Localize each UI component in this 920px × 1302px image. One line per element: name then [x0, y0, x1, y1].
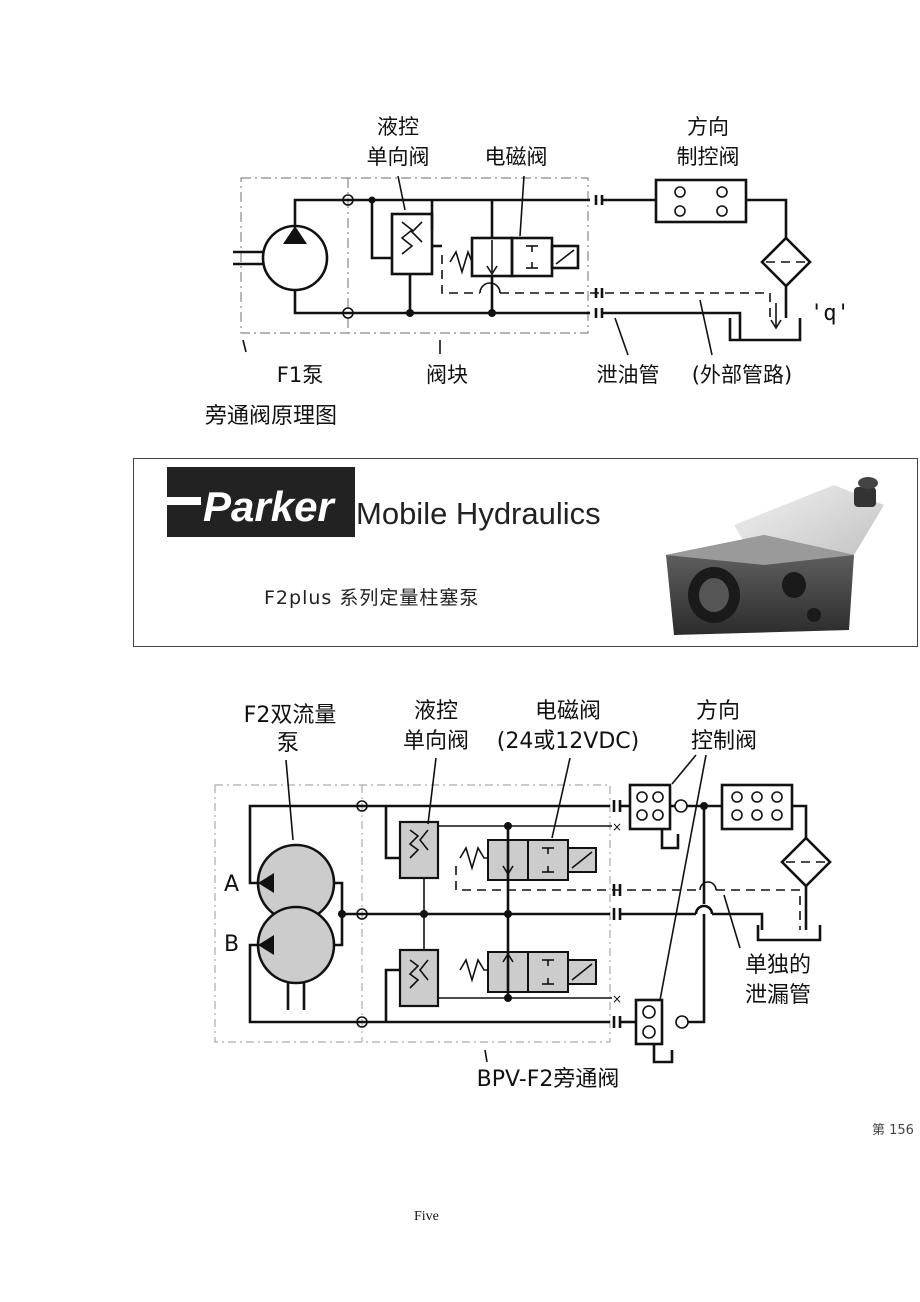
drain-line-dashed [500, 292, 771, 320]
diagram-caption: 旁通阀原理图 [205, 404, 338, 429]
directional-valve-symbol [654, 178, 748, 224]
label-f1-pump: F1泵 [277, 363, 323, 387]
f2-filter-symbol [780, 836, 832, 888]
bypass-valve-schematic-f2: × × [214, 699, 832, 1092]
solenoid-valve-symbol [449, 200, 580, 313]
svg-text:Parker: Parker [203, 483, 336, 530]
label-f2-directional-2: 控制阀 [691, 729, 757, 754]
parker-logo: Parker [167, 467, 355, 537]
footer-word: Five [414, 1209, 439, 1224]
tank-symbol [728, 303, 802, 342]
banner-subtitle: Mobile Hydraulics [356, 496, 601, 531]
pump-boundary [240, 177, 589, 334]
pressure-line [293, 198, 590, 226]
label-separate-drain-1: 单独的 [745, 953, 811, 978]
label-port-b: B [224, 932, 239, 957]
label-tank-q: 'q' [810, 301, 850, 326]
filter-symbol [760, 236, 812, 288]
label-f2-solenoid-1: 电磁阀 [535, 699, 601, 724]
solenoid-valve-bottom [459, 951, 597, 993]
directional-valve-small-top [628, 783, 688, 850]
f1-pump-symbol [233, 224, 329, 292]
pipe-connectors [594, 195, 604, 318]
pilot-check-valve-bottom [384, 914, 440, 1022]
bypass-valve-schematic-f1: 液控 单向阀 电磁阀 方向 制控阀 'q' F1泵 阀块 泄油管 (外部管路) [233, 115, 850, 387]
pump-product-photo [666, 477, 884, 635]
label-f2-directional-1: 方向 [696, 699, 740, 724]
label-solenoid-valve: 电磁阀 [485, 145, 548, 169]
parker-banner: Parker Mobile Hydraulics F2plus 系列定量柱塞泵 [133, 458, 918, 647]
product-line-title: F2plus 系列定量柱塞泵 [264, 587, 480, 609]
label-pilot-check-2: 单向阀 [367, 145, 430, 169]
directional-valve-large [720, 783, 794, 831]
label-pilot-check-1: 液控 [377, 115, 419, 139]
label-drain-line: 泄油管 [597, 363, 660, 387]
label-directional-1: 方向 [687, 115, 729, 139]
label-separate-drain-2: 泄漏管 [745, 983, 811, 1008]
label-external-piping: (外部管路) [692, 363, 792, 387]
label-f2-pump-2: 泵 [277, 731, 299, 756]
label-valve-block: 阀块 [426, 363, 468, 387]
label-f2-solenoid-2: (24或12VDC) [497, 729, 640, 754]
pilot-check-valve-symbol [370, 200, 442, 313]
directional-valve-small-bottom [634, 998, 689, 1064]
label-f2-pump-1: F2双流量 [244, 703, 337, 728]
label-bpv-f2: BPV-F2旁通阀 [477, 1067, 620, 1092]
label-f2-pilot-check-2: 单向阀 [403, 729, 469, 754]
label-f2-pilot-check-1: 液控 [414, 699, 458, 724]
label-port-a: A [224, 872, 239, 897]
label-directional-2: 制控阀 [677, 145, 740, 169]
pilot-drain-line [441, 255, 480, 294]
f2-tank-symbol [756, 925, 822, 942]
pilot-check-valve-top [384, 806, 440, 914]
solenoid-valve-top [459, 839, 597, 881]
f2-double-pump-symbol [256, 843, 336, 1010]
page-number: 第 156 [872, 1123, 914, 1138]
svg-text:×: × [612, 820, 622, 834]
svg-text:×: × [612, 992, 622, 1006]
